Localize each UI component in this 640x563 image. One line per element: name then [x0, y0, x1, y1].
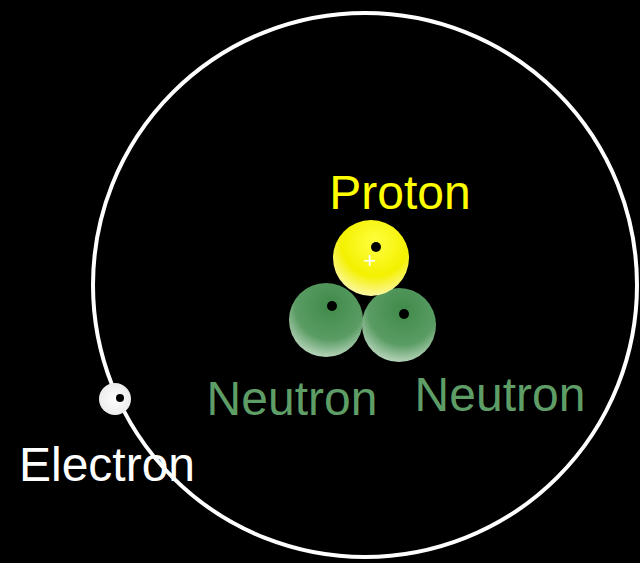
neutron-dot [399, 309, 409, 319]
neutron-sphere [362, 288, 436, 362]
neutron-sphere [289, 283, 363, 357]
neutron-label: Neutron [207, 375, 378, 423]
proton-label: Proton [329, 169, 470, 217]
electron-sphere [99, 383, 131, 415]
electron-dot [116, 394, 124, 402]
electron-label: Electron [19, 441, 195, 489]
neutron-dot [327, 301, 337, 311]
neutron-label: Neutron [415, 371, 586, 419]
charge-sign: + [364, 250, 377, 272]
proton-sphere [333, 220, 409, 296]
